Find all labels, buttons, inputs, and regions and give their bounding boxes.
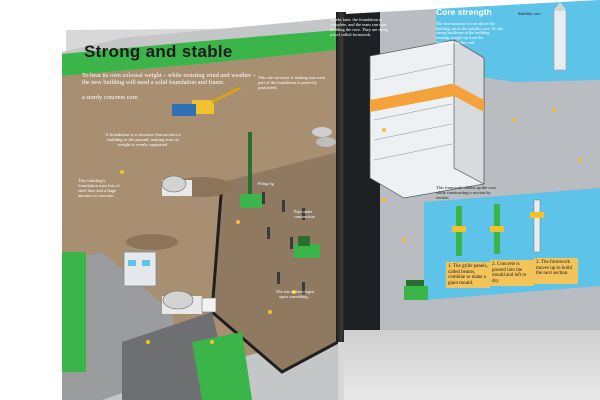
surveyor-note: This site surveyor is making sure each p… — [258, 75, 326, 90]
right-page: Weeks later, the foundation is complete,… — [330, 0, 600, 330]
book-spine — [336, 12, 346, 342]
page-title: Strong and stable — [84, 42, 233, 61]
step-2-caption: 2. Concrete is poured into the mould and… — [492, 262, 532, 284]
step-3-text: The formwork moves up to build the next … — [536, 260, 572, 276]
intro-tail-text: a sturdy concrete core. — [82, 94, 139, 101]
pipe-note: Pipe under construction — [294, 209, 315, 219]
step-2-number: 2. — [492, 262, 496, 267]
step-3-caption: 3. The formwork moves up to build the ne… — [536, 260, 576, 277]
rig-label: Piling rig — [258, 181, 274, 186]
core-note: This building's foundation uses lots of … — [78, 178, 120, 199]
right-page-illustration — [344, 0, 600, 330]
archaeologist-note: The site archaeologist spots something..… — [275, 289, 315, 299]
step-2-text: Concrete is poured into the mould and le… — [492, 262, 527, 284]
step-1-caption: 1. The grille panels, called beams, comb… — [448, 264, 488, 286]
left-page-illustration — [62, 18, 338, 400]
weeks-note: Weeks later, the foundation is complete,… — [330, 17, 388, 37]
core-strength-title: Core strength — [436, 7, 492, 17]
formwork-note: This formwork climbs up the core while c… — [436, 185, 496, 200]
step-1-number: 1. — [448, 264, 452, 269]
step-1-text: The grille panels, called beams, combine… — [448, 264, 488, 286]
foundation-note: A foundation is a structure that anchors… — [105, 132, 181, 148]
step-3-number: 3. — [536, 260, 540, 265]
intro-text: To bear its own colossal weight – while … — [82, 72, 256, 87]
left-page: Strong and stable To bear its own coloss… — [62, 12, 338, 400]
core-strength-text: The first structure to rise above the bu… — [436, 21, 503, 45]
page-bottom-edge — [344, 330, 600, 400]
stability-core-label: Stability core — [518, 11, 541, 16]
